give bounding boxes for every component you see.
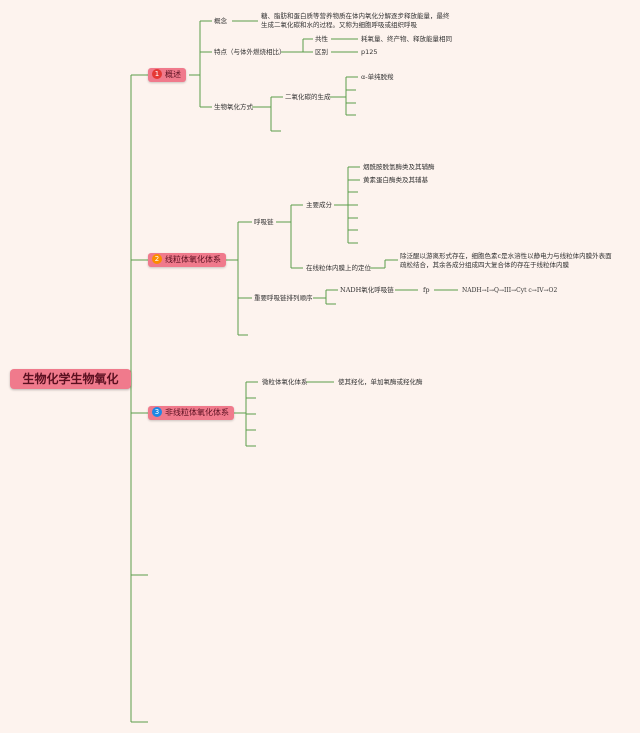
chain-order-node[interactable]: 重要呼吸链排列顺序 [254, 294, 313, 302]
difference-node[interactable]: 区别 [315, 48, 328, 56]
priority-1-icon: 1 [152, 68, 162, 79]
alpha-decarboxylation-node[interactable]: α-单纯脱羧 [361, 73, 394, 81]
membrane-location-text: 除泛醌以游离形式存在，细胞色素c是水溶性以静电力与线粒体内膜外表面疏松结合，其余… [400, 252, 612, 269]
respiratory-chain-node[interactable]: 呼吸链 [254, 218, 274, 226]
fp-node[interactable]: fp [423, 286, 430, 294]
common-text: 耗氧量、终产物、释放能量相同 [361, 35, 452, 43]
priority-2-icon: 2 [152, 253, 162, 264]
priority-3-icon: 3 [152, 406, 162, 417]
co2-generation-node[interactable]: 二氧化碳的生成 [285, 93, 331, 101]
concept-node[interactable]: 概念 [214, 17, 227, 25]
root-node[interactable]: 生物化学生物氧化 [10, 369, 131, 389]
branch-mitochondrial-label: 线粒体氧化体系 [165, 255, 221, 264]
main-components-node[interactable]: 主要成分 [306, 201, 332, 209]
common-node[interactable]: 共性 [315, 35, 328, 43]
microsome-node[interactable]: 微粒体氧化体系 [262, 378, 308, 386]
microsome-text: 使其羟化，单加氧酶或羟化酶 [338, 378, 423, 386]
oxidation-mode-node[interactable]: 生物氧化方式 [214, 103, 253, 111]
difference-text: p125 [361, 48, 378, 56]
branch-overview-label: 概述 [165, 70, 181, 79]
component-flavoprotein-node[interactable]: 黄素蛋白酶类及其辅基 [363, 176, 428, 184]
membrane-location-node[interactable]: 在线粒体内膜上的定位 [306, 264, 371, 272]
electron-sequence-text: NADH→I→Q→III→Cyt c→IV→O2 [462, 287, 558, 294]
nadh-chain-node[interactable]: NADH氧化呼吸链 [340, 286, 394, 294]
concept-text: 糖、脂肪和蛋白质等营养物质在体内氧化分解逐步释放能量，最终生成二氧化碳和水的过程… [261, 12, 450, 29]
component-nad-node[interactable]: 烟酰胺脱氢酶类及其辅酶 [363, 163, 435, 171]
feature-node[interactable]: 特点（与体外燃烧相比） [214, 48, 286, 56]
branch-non-mitochondrial-label: 非线粒体氧化体系 [165, 408, 229, 417]
